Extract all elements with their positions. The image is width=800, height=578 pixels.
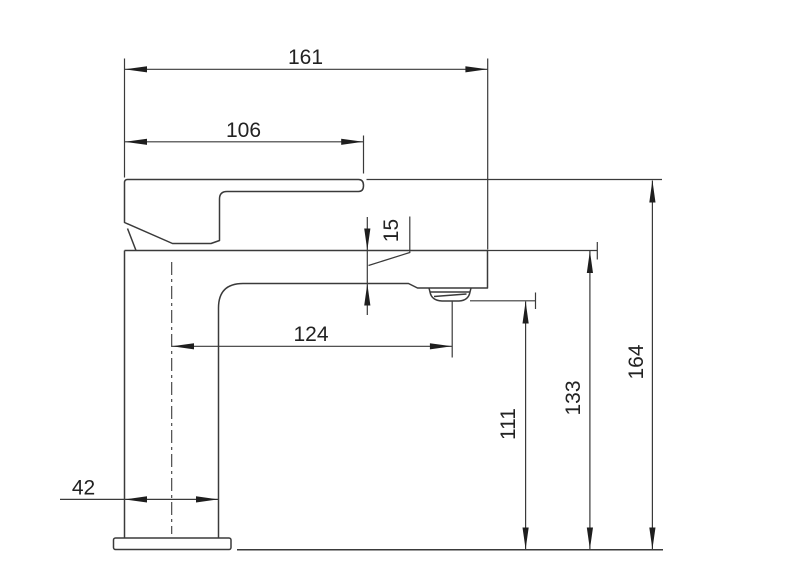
spout-reach-label: 124: [293, 323, 328, 346]
arrowhead-down: [649, 527, 656, 550]
arrowhead-down: [586, 527, 593, 550]
handle-length-label: 106: [226, 119, 261, 142]
arrowhead-up: [364, 283, 371, 306]
arrowhead-up: [649, 180, 656, 203]
arrowhead-up: [522, 301, 529, 324]
arrowhead-down: [522, 527, 529, 550]
arrowhead-right: [429, 343, 452, 350]
handle-pivot-edge-line: [126, 228, 137, 251]
dim-spout-top-height: 133: [487, 242, 598, 550]
total-length-label: 161: [288, 46, 323, 69]
spout-tip-thickness-label: 15: [380, 219, 403, 242]
faucet-spout-underside: [217, 250, 489, 538]
total-height-label: 164: [625, 344, 648, 379]
dim-body-width: 42: [60, 477, 219, 503]
text-leader-line: [368, 216, 411, 267]
body-width-label: 42: [72, 477, 95, 500]
faucet-handle-outline: [123, 178, 365, 245]
arrowhead-up: [586, 250, 593, 273]
aerator-inner-line: [433, 293, 467, 298]
aerator-outline: [428, 287, 472, 302]
dim-total-height: 164: [366, 178, 662, 550]
outlet-height-label: 111: [497, 408, 520, 440]
arrowhead-down: [364, 228, 371, 251]
spout-top-height-label: 133: [562, 380, 585, 415]
dim-outlet-height: 111: [470, 292, 537, 550]
arrowhead-right: [196, 496, 218, 503]
base-plate: [112, 537, 232, 551]
arrowhead-left: [124, 66, 147, 73]
arrowhead-left: [124, 496, 147, 503]
dim-total-length: 161: [123, 46, 489, 250]
dim-spout-reach: 124: [171, 301, 453, 358]
arrowhead-left: [172, 343, 194, 350]
arrowhead-right: [465, 66, 488, 73]
dim-handle-length: 106: [124, 119, 365, 174]
arrowhead-right: [341, 138, 364, 145]
arrowhead-left: [124, 138, 147, 145]
dim-spout-tip-thickness: 15: [364, 216, 411, 315]
faucet-outline: [112, 178, 663, 551]
